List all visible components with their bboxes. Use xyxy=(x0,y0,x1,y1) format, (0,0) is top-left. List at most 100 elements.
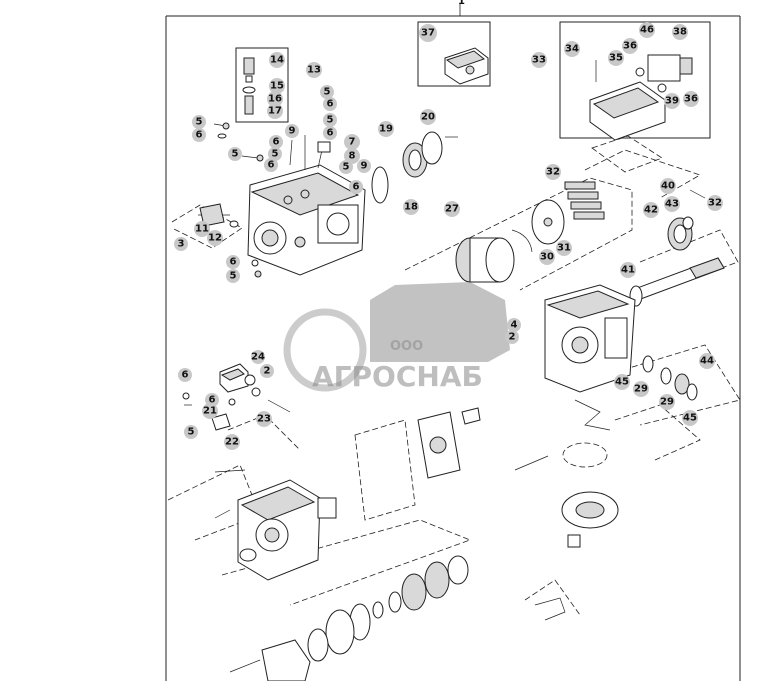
lower-housing-left xyxy=(214,469,337,581)
svg-text:9: 9 xyxy=(361,161,368,172)
callout-39: 39 xyxy=(664,93,680,109)
svg-text:7: 7 xyxy=(349,137,356,148)
callout-19: 19 xyxy=(378,121,394,137)
svg-text:37: 37 xyxy=(421,28,435,39)
callout-5: 5 xyxy=(192,115,206,129)
svg-text:29: 29 xyxy=(660,397,674,408)
svg-text:22: 22 xyxy=(225,437,239,448)
svg-text:14: 14 xyxy=(270,55,284,66)
callout-11: 11 xyxy=(194,221,210,237)
svg-text:8: 8 xyxy=(349,151,356,162)
callout-13: 13 xyxy=(306,62,322,78)
svg-text:15: 15 xyxy=(270,81,284,92)
svg-text:19: 19 xyxy=(379,124,393,135)
svg-text:18: 18 xyxy=(404,202,418,213)
svg-text:12: 12 xyxy=(208,233,222,244)
callout-3: 3 xyxy=(174,237,188,251)
svg-text:6: 6 xyxy=(327,128,334,139)
svg-text:2: 2 xyxy=(264,366,271,377)
callout-38: 38 xyxy=(672,24,688,40)
watermark-company-form: ООО xyxy=(390,339,423,354)
svg-text:6: 6 xyxy=(273,137,280,148)
valve-kit-box-13 xyxy=(235,47,289,123)
svg-text:20: 20 xyxy=(421,112,435,123)
callout-5: 5 xyxy=(226,269,240,283)
svg-text:30: 30 xyxy=(540,252,554,263)
callout-27: 27 xyxy=(444,201,460,217)
gasket-40 xyxy=(591,135,706,199)
front-pump-housing xyxy=(247,135,366,276)
svg-text:43: 43 xyxy=(665,199,679,210)
callout-7: 7 xyxy=(344,134,360,150)
svg-text:5: 5 xyxy=(343,162,350,173)
part-callouts: 14 13 15 16 17 5 6 5 6 5 6 9 6 5 5 6 7 8… xyxy=(174,22,723,450)
callout-4: 4 xyxy=(507,318,521,332)
callout-6: 6 xyxy=(178,368,192,382)
callout-2: 2 xyxy=(505,330,519,344)
control-valve-box-33 xyxy=(559,21,711,139)
svg-text:3: 3 xyxy=(178,239,185,250)
callout-21: 21 xyxy=(202,403,218,419)
callout-12: 12 xyxy=(207,230,223,246)
svg-text:5: 5 xyxy=(230,271,237,282)
svg-text:23: 23 xyxy=(257,414,271,425)
callout-2: 2 xyxy=(260,364,274,378)
svg-text:4: 4 xyxy=(511,320,518,331)
callout-9: 9 xyxy=(285,124,299,138)
lower-rotating-group xyxy=(229,555,469,681)
callout-9: 9 xyxy=(357,159,371,173)
callout-29: 29 xyxy=(659,394,675,410)
callout-6: 6 xyxy=(323,126,337,140)
callout-6: 6 xyxy=(349,180,363,194)
callout-35: 35 xyxy=(608,50,624,66)
svg-text:6: 6 xyxy=(268,160,275,171)
ring-set xyxy=(371,131,458,204)
callout-36: 36 xyxy=(683,91,699,107)
swashplate-assembly xyxy=(514,399,619,621)
svg-text:45: 45 xyxy=(615,377,629,388)
svg-text:34: 34 xyxy=(565,44,579,55)
callout-42: 42 xyxy=(643,202,659,218)
callout-45: 45 xyxy=(614,374,630,390)
control-valve-33 xyxy=(589,54,693,141)
watermark-brand: АГРОСНАБ xyxy=(312,360,483,393)
pressure-sensor-22 xyxy=(182,363,291,431)
rotating-group-27 xyxy=(455,181,605,283)
bearing-kit-44 xyxy=(642,355,698,401)
svg-text:29: 29 xyxy=(634,384,648,395)
detail-boxes xyxy=(235,21,711,139)
svg-text:45: 45 xyxy=(683,413,697,424)
callout-6: 6 xyxy=(226,255,240,269)
end-plate xyxy=(354,407,481,521)
svg-text:6: 6 xyxy=(209,395,216,406)
callout-6: 6 xyxy=(323,97,337,111)
callout-6: 6 xyxy=(192,128,206,142)
callout-5: 5 xyxy=(268,147,282,161)
relief-valve-cartridge xyxy=(242,57,256,115)
callout-5: 5 xyxy=(323,113,337,127)
svg-text:9: 9 xyxy=(289,126,296,137)
callout-6: 6 xyxy=(264,158,278,172)
drive-shaft-41 xyxy=(629,216,725,307)
svg-text:13: 13 xyxy=(307,65,321,76)
callout-32: 32 xyxy=(545,164,561,180)
svg-text:16: 16 xyxy=(268,94,282,105)
svg-text:27: 27 xyxy=(445,204,459,215)
callout-8: 8 xyxy=(344,148,360,164)
callout-22: 22 xyxy=(224,434,240,450)
sensor-box-37 xyxy=(417,21,491,87)
speed-sensor-37 xyxy=(444,47,489,85)
svg-text:40: 40 xyxy=(661,181,675,192)
piston-set xyxy=(564,181,605,220)
svg-text:32: 32 xyxy=(708,198,722,209)
svg-text:5: 5 xyxy=(188,427,195,438)
svg-text:17: 17 xyxy=(268,106,282,117)
callout-6: 6 xyxy=(269,135,283,149)
svg-text:36: 36 xyxy=(623,41,637,52)
callout-20: 20 xyxy=(420,109,436,125)
svg-text:5: 5 xyxy=(232,149,239,160)
screws-left xyxy=(198,122,264,278)
svg-text:6: 6 xyxy=(353,182,360,193)
callout-46: 46 xyxy=(639,22,655,38)
